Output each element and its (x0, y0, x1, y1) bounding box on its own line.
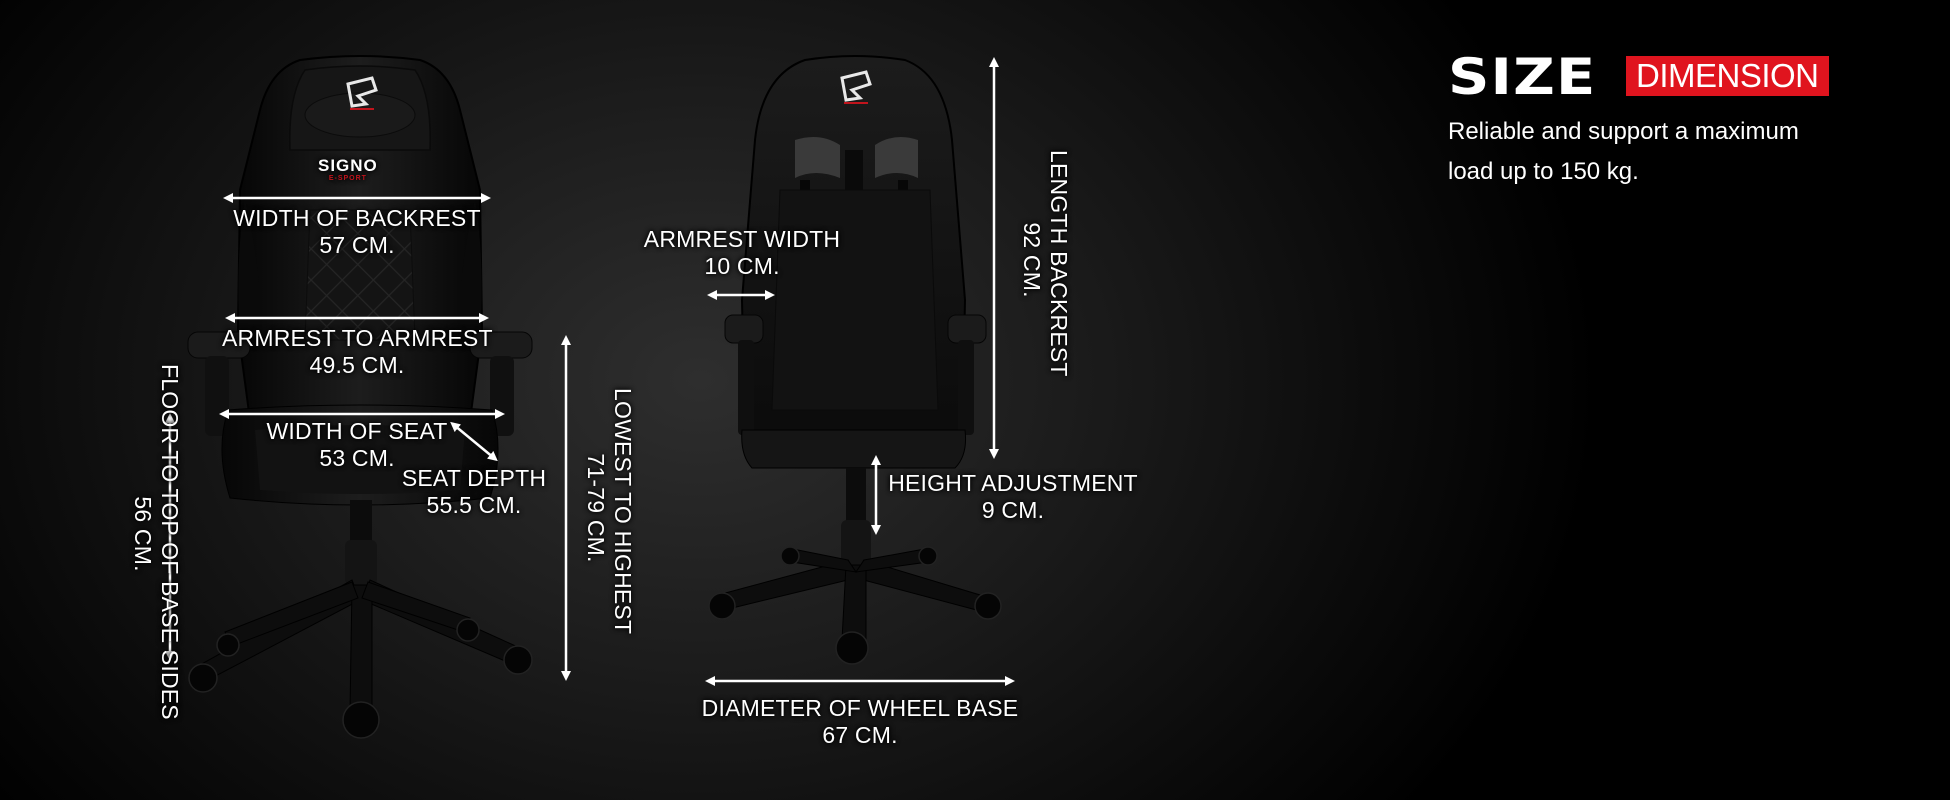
label-length-backrest: LENGTH BACKREST 92 CM. (1018, 150, 1072, 377)
label-value: 92 CM. (1019, 222, 1045, 298)
front-logo-text: SIGNO E-SPORT (318, 157, 378, 183)
label-text: LOWEST TO HIGHEST (610, 388, 636, 635)
label-value: 9 CM. (981, 497, 1045, 523)
label-value: 10 CM. (704, 253, 780, 279)
description-line-2: load up to 150 kg. (1448, 158, 1639, 185)
front-chair (187, 55, 533, 739)
label-seat-depth: SEAT DEPTH 55.5 CM. (398, 465, 550, 519)
label-text: FLOOR TO TOP OF BASE SIDES (157, 364, 183, 720)
label-text: DIAMETER OF WHEEL BASE (701, 695, 1019, 721)
label-text: ARMREST TO ARMREST (222, 325, 493, 351)
label-text: WIDTH OF SEAT (266, 418, 448, 444)
label-text: ARMREST WIDTH (643, 226, 841, 252)
label-lowest-to-highest: LOWEST TO HIGHEST 71-79 CM. (582, 388, 636, 635)
logo-text: SIGNO (318, 156, 378, 175)
label-text: SEAT DEPTH (401, 465, 547, 491)
label-value: 71-79 CM. (583, 453, 609, 563)
label-armrest-width: ARMREST WIDTH 10 CM. (640, 226, 844, 280)
label-text: HEIGHT ADJUSTMENT (888, 470, 1138, 496)
label-height-adjustment: HEIGHT ADJUSTMENT 9 CM. (888, 470, 1138, 524)
label-value: 56 CM. (130, 496, 156, 572)
label-armrest-to-armrest: ARMREST TO ARMREST 49.5 CM. (222, 325, 493, 379)
label-diameter-of-wheel-base: DIAMETER OF WHEEL BASE 67 CM. (700, 695, 1020, 749)
arrow-seat-depth (450, 421, 498, 462)
heading-size-word: SIZE (1448, 48, 1597, 106)
label-floor-to-top-of-base-sides: FLOOR TO TOP OF BASE SIDES 56 CM. (129, 364, 183, 720)
description-line-1: Reliable and support a maximum (1448, 118, 1799, 145)
label-value: 49.5 CM. (309, 352, 405, 378)
front-logo-mark (346, 76, 378, 110)
logo-subtext: E-SPORT (328, 175, 367, 182)
label-value: 67 CM. (822, 722, 898, 748)
heading: SIZE DIMENSION (1448, 52, 1829, 102)
dimension-arrows (165, 57, 1015, 686)
label-width-of-seat: WIDTH OF SEAT 53 CM. (262, 418, 452, 472)
back-chair (708, 55, 1002, 665)
heading-dimension-badge: DIMENSION (1626, 56, 1829, 96)
label-value: 57 CM. (319, 232, 395, 258)
description: Reliable and support a maximum load up t… (1448, 112, 1868, 192)
label-value: 55.5 CM. (426, 492, 522, 518)
label-text: LENGTH BACKREST (1046, 150, 1072, 377)
label-text: WIDTH OF BACKREST (233, 205, 481, 231)
label-width-of-backrest: WIDTH OF BACKREST 57 CM. (232, 205, 482, 259)
label-value: 53 CM. (319, 445, 395, 471)
back-logo-mark (840, 70, 872, 104)
